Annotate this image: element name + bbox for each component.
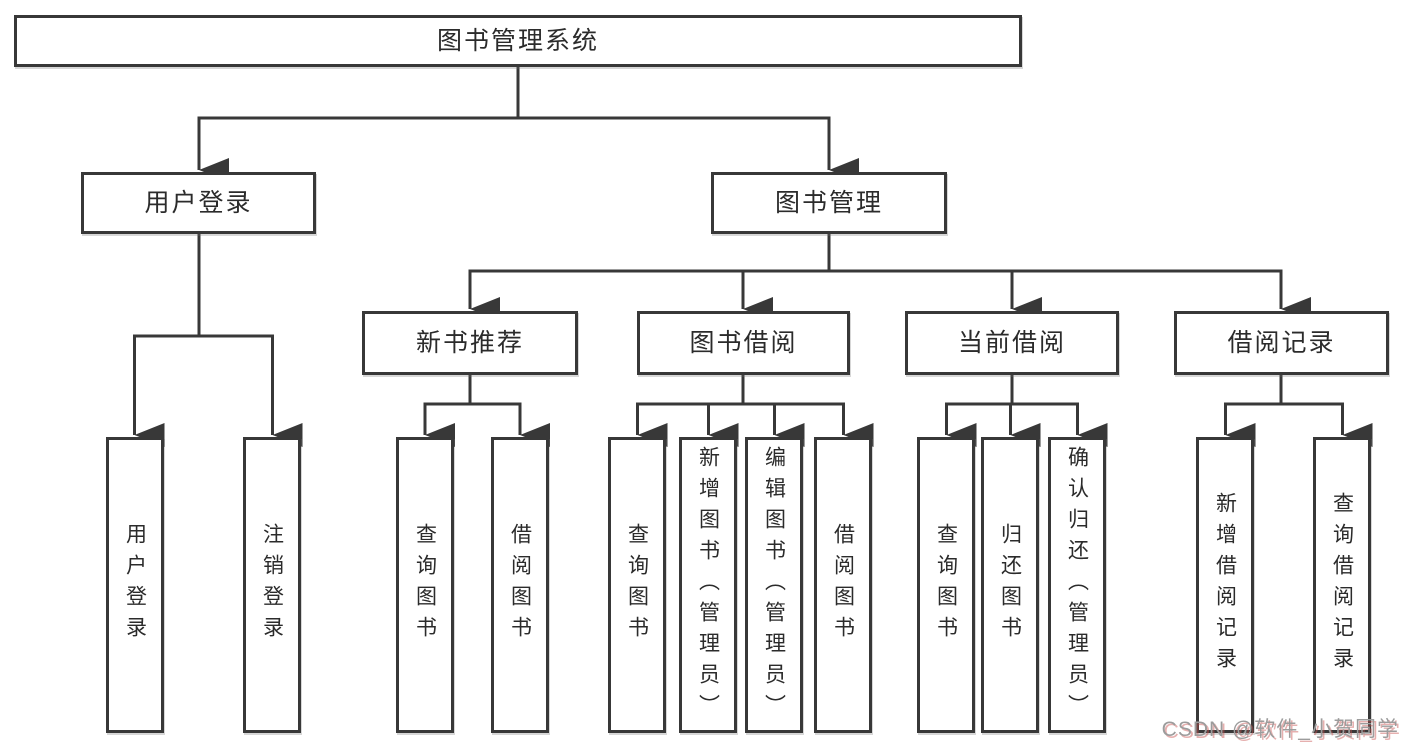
node-new-book-recommend: 新书推荐 <box>362 311 578 375</box>
node-book-borrowing-label: 图书借阅 <box>689 328 798 357</box>
leaf-user-login-label: 用户登录 <box>123 523 147 647</box>
leaf-borrow-edit-books-admin-label: 编辑图书（管理员） <box>762 445 786 725</box>
node-new-book-recommend-label: 新书推荐 <box>415 328 524 357</box>
leaf-records-query-record: 查询借阅记录 <box>1313 437 1371 733</box>
node-current-borrowing: 当前借阅 <box>905 311 1119 375</box>
leaf-current-return-books-label: 归还图书 <box>998 523 1022 647</box>
node-root: 图书管理系统 <box>14 15 1022 67</box>
node-borrowing-records: 借阅记录 <box>1174 311 1389 375</box>
leaf-borrow-query-books-label: 查询图书 <box>625 523 649 647</box>
node-book-management: 图书管理 <box>711 172 947 234</box>
leaf-current-return-books: 归还图书 <box>981 437 1039 733</box>
node-root-label: 图书管理系统 <box>436 26 599 55</box>
leaf-current-query-books: 查询图书 <box>917 437 975 733</box>
node-borrowing-records-label: 借阅记录 <box>1227 328 1336 357</box>
leaf-newbook-query-books-label: 查询图书 <box>413 523 437 647</box>
leaf-borrow-query-books: 查询图书 <box>608 437 666 733</box>
leaf-newbook-borrow-books-label: 借阅图书 <box>508 523 532 647</box>
node-book-borrowing: 图书借阅 <box>637 311 850 375</box>
leaf-current-confirm-return-admin-label: 确认归还（管理员） <box>1065 445 1089 725</box>
leaf-logout-label: 注销登录 <box>260 523 284 647</box>
leaf-borrow-add-books-admin-label: 新增图书（管理员） <box>696 445 720 725</box>
leaf-borrow-add-books-admin: 新增图书（管理员） <box>679 437 737 733</box>
csdn-watermark: CSDN @软件_小贺同学 <box>1161 718 1399 741</box>
leaf-records-add-record-label: 新增借阅记录 <box>1213 492 1237 678</box>
node-user-login-label: 用户登录 <box>144 188 253 217</box>
leaf-user-login: 用户登录 <box>106 437 164 733</box>
leaf-current-confirm-return-admin: 确认归还（管理员） <box>1048 437 1106 733</box>
leaf-newbook-query-books: 查询图书 <box>396 437 454 733</box>
node-current-borrowing-label: 当前借阅 <box>957 328 1066 357</box>
leaf-records-add-record: 新增借阅记录 <box>1196 437 1254 733</box>
leaf-borrow-edit-books-admin: 编辑图书（管理员） <box>745 437 803 733</box>
leaf-logout: 注销登录 <box>243 437 301 733</box>
node-book-management-label: 图书管理 <box>774 188 883 217</box>
leaf-current-query-books-label: 查询图书 <box>934 523 958 647</box>
leaf-borrow-borrow-books: 借阅图书 <box>814 437 872 733</box>
node-user-login: 用户登录 <box>81 172 316 234</box>
leaf-newbook-borrow-books: 借阅图书 <box>491 437 549 733</box>
leaf-records-query-record-label: 查询借阅记录 <box>1330 492 1354 678</box>
leaf-borrow-borrow-books-label: 借阅图书 <box>831 523 855 647</box>
